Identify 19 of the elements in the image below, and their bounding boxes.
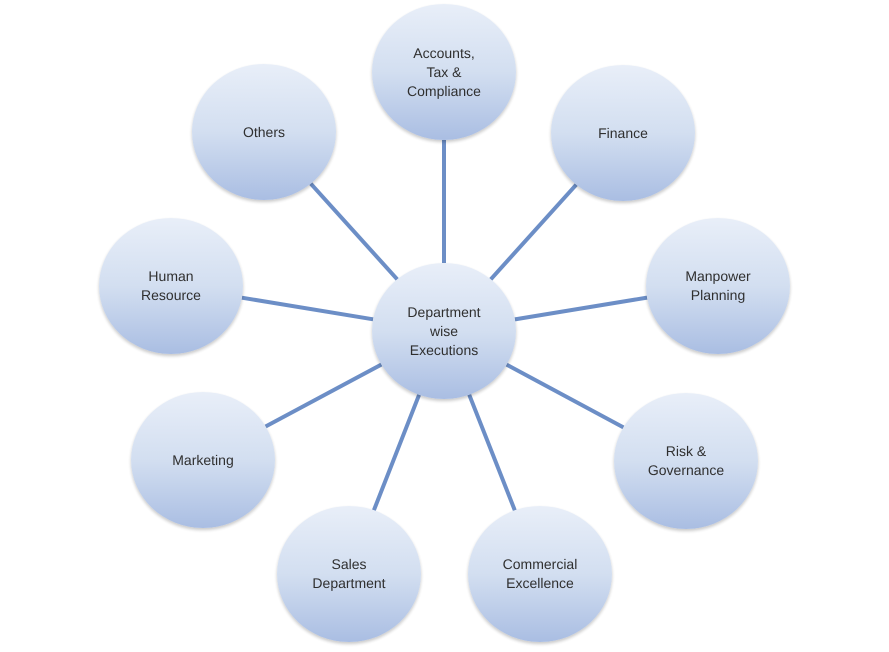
node-label: Marketing xyxy=(172,450,234,470)
node-label: Accounts, Tax & Compliance xyxy=(406,44,482,100)
node-label: Others xyxy=(242,122,285,142)
node-label: Risk & Governance xyxy=(646,442,726,480)
node-label: Sales Department xyxy=(311,555,387,593)
node-label: Department wise Executions xyxy=(406,302,482,360)
connector-line xyxy=(514,296,648,322)
connector-line xyxy=(372,394,421,511)
node-label: Manpower Planning xyxy=(684,267,752,305)
connector-line xyxy=(506,362,624,430)
connector-line xyxy=(489,183,578,281)
connector-line xyxy=(467,394,517,512)
connector-line xyxy=(309,182,399,281)
connector-line xyxy=(264,362,382,428)
node-label: Finance xyxy=(598,124,648,142)
connector-line xyxy=(242,296,374,322)
connector-line xyxy=(442,140,446,263)
node-label: Human Resource xyxy=(140,267,202,305)
node-label: Commercial Excellence xyxy=(502,555,578,593)
